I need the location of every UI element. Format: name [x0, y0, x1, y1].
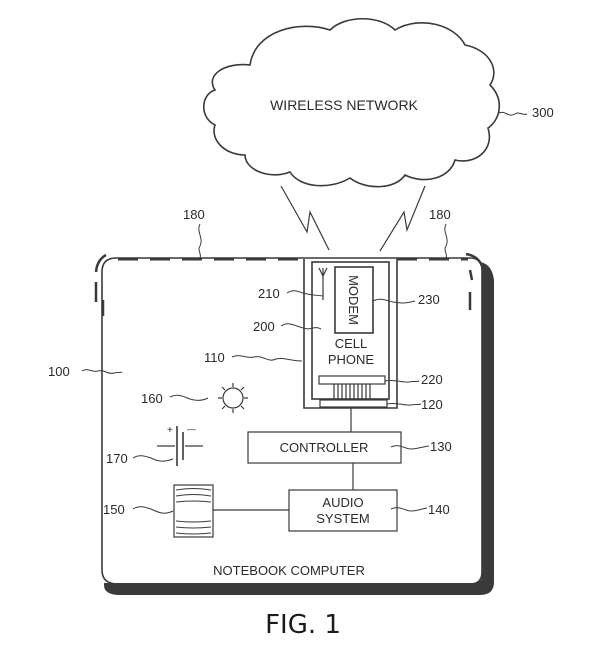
speaker-icon — [173, 484, 214, 538]
leader-140 — [390, 507, 428, 512]
signal-bolt-left — [280, 185, 330, 251]
battery-plus: + — [167, 425, 173, 436]
leader-120 — [386, 402, 422, 406]
connector-pins — [333, 384, 371, 399]
ref-110: 110 — [204, 350, 225, 365]
leader-200 — [280, 323, 322, 330]
ref-100: 100 — [48, 364, 70, 379]
ref-180-left: 180 — [183, 207, 205, 222]
shield-corner-right — [465, 252, 484, 267]
ref-210: 210 — [258, 286, 280, 301]
leader-150 — [132, 506, 174, 514]
battery-icon: + — — [157, 424, 203, 466]
speaker-grille — [175, 488, 212, 535]
leader-110 — [231, 355, 303, 362]
ref-200: 200 — [253, 319, 275, 334]
figure-caption: FIG. 1 — [265, 610, 341, 640]
cloud-shape — [202, 18, 500, 188]
leader-170 — [132, 455, 174, 462]
controller-label: CONTROLLER — [280, 440, 369, 455]
modem — [334, 266, 374, 334]
light-rays — [218, 383, 248, 413]
ref-170: 170 — [106, 451, 128, 466]
signal-bolt-right — [379, 185, 426, 252]
leader-230 — [372, 298, 416, 304]
ref-130: 130 — [430, 439, 452, 454]
leader-300 — [498, 111, 528, 116]
antenna-icon — [318, 267, 328, 300]
phone-connector — [318, 375, 386, 385]
notebook-shadow — [104, 262, 494, 595]
notebook-computer-label: NOTEBOOK COMPUTER — [213, 563, 365, 578]
dock-connector — [319, 399, 388, 408]
ref-220: 220 — [421, 372, 443, 387]
ref-120: 120 — [421, 397, 443, 412]
ref-300: 300 — [532, 105, 554, 120]
audio-system-label-line1: AUDIO — [322, 495, 363, 510]
audio-system-label-line2: SYSTEM — [316, 511, 369, 526]
wireless-network-label: WIRELESS NETWORK — [270, 97, 418, 113]
leader-220 — [384, 379, 420, 383]
shield — [94, 252, 484, 316]
cell-phone-label-line2: PHONE — [328, 352, 375, 367]
shield-corner-left — [94, 253, 107, 273]
light-sun-icon — [218, 383, 248, 413]
modem-label: MODEM — [346, 275, 361, 325]
pin-lines — [333, 384, 371, 399]
leader-210 — [286, 290, 324, 297]
shield-corner-right-2 — [468, 269, 474, 281]
ref-160: 160 — [141, 391, 163, 406]
ref-230: 230 — [418, 292, 440, 307]
speaker-body — [173, 484, 214, 538]
cell-phone-label-line1: CELL — [335, 336, 368, 351]
leader-160 — [169, 394, 209, 401]
light-bulb — [222, 387, 244, 409]
battery-minus: — — [187, 424, 196, 434]
ref-180-right: 180 — [429, 207, 451, 222]
controller — [247, 431, 402, 464]
leader-180-left — [198, 223, 202, 259]
leader-180-right — [444, 223, 448, 259]
leader-130 — [390, 445, 430, 450]
ref-150: 150 — [103, 502, 125, 517]
wireless-network-cloud: WIRELESS NETWORK — [202, 18, 500, 188]
leader-100 — [81, 369, 123, 374]
ref-140: 140 — [428, 502, 450, 517]
antenna-tip — [318, 267, 328, 278]
